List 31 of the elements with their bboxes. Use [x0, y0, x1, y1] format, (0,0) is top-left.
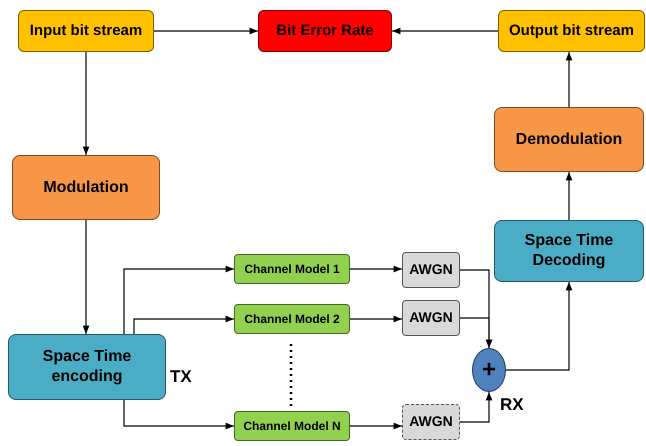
arrow: [123, 266, 234, 334]
process-box: Channel Model N: [234, 411, 350, 441]
arrow: [350, 422, 402, 430]
process-box: Demodulation: [494, 107, 644, 172]
output-box: Output bit stream: [498, 10, 645, 52]
arrow: [460, 392, 492, 423]
port-label: TX: [170, 366, 192, 388]
process-box: Channel Model 2: [234, 304, 350, 334]
output-box: Bit Error Rate: [258, 10, 392, 52]
arrow: [123, 400, 234, 430]
summing-junction: +: [472, 348, 506, 392]
arrow: [392, 28, 498, 34]
arrow: [154, 28, 258, 34]
process-box: Channel Model 1: [234, 254, 350, 284]
arrow: [82, 220, 90, 334]
process-box: Space Time encoding: [8, 334, 166, 400]
process-box: Space Time Decoding: [494, 220, 644, 282]
arrow: [350, 316, 402, 322]
arrow: [506, 282, 572, 371]
process-box: Modulation: [12, 155, 160, 220]
arrow: [350, 266, 402, 272]
arrow: [82, 52, 90, 155]
process-box: AWGN: [402, 300, 460, 336]
arrow: [566, 52, 572, 107]
port-label: RX: [500, 394, 524, 416]
process-box: AWGN: [402, 404, 460, 440]
input-box: Input bit stream: [18, 10, 154, 52]
process-box: AWGN: [402, 252, 460, 288]
arrow: [133, 316, 234, 334]
arrow: [460, 317, 492, 348]
arrow: [566, 172, 572, 220]
